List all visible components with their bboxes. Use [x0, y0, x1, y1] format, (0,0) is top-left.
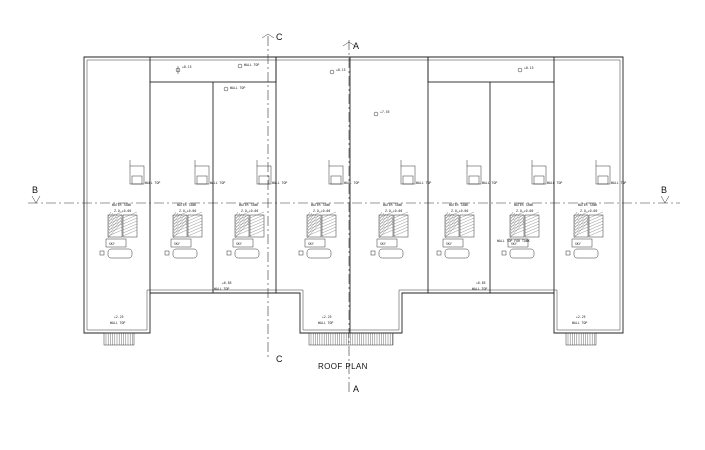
- grid-label-b-right: B: [661, 185, 667, 195]
- section-arrow-icon: [31, 195, 41, 204]
- svg-text:WALL TOP: WALL TOP: [318, 321, 333, 325]
- svg-text:WALL TOP: WALL TOP: [416, 181, 431, 185]
- svg-text:WALL TOP: WALL TOP: [472, 287, 487, 291]
- svg-text:Z.O.+0.00: Z.O.+0.00: [580, 209, 597, 213]
- svg-text:+2.25: +2.25: [114, 315, 124, 319]
- svg-text:SKY: SKY: [109, 242, 115, 246]
- svg-text:WATER TANK: WATER TANK: [311, 203, 330, 207]
- svg-text:SKY: SKY: [511, 242, 517, 246]
- level-marker: +2.25 WALL TOP: [572, 315, 587, 325]
- svg-text:+7.55: +7.55: [380, 110, 390, 114]
- section-label-a: A: [353, 41, 359, 51]
- svg-text:WALL TOP: WALL TOP: [214, 287, 229, 291]
- svg-text:+2.25: +2.25: [322, 315, 332, 319]
- top-bay-left: [149, 56, 277, 83]
- section-label-c: C: [276, 32, 283, 42]
- svg-text:Z.O.+0.00: Z.O.+0.00: [114, 209, 131, 213]
- svg-text:+6.85: +6.85: [476, 281, 486, 285]
- svg-text:Z.O.+0.00: Z.O.+0.00: [451, 209, 468, 213]
- svg-text:WATER TANK: WATER TANK: [449, 203, 468, 207]
- level-marker: +7.55: [373, 110, 390, 117]
- svg-text:WATER TANK: WATER TANK: [112, 203, 131, 207]
- water-tank-icon: [107, 211, 138, 239]
- svg-text:SKY: SKY: [174, 242, 180, 246]
- svg-text:SKY: SKY: [236, 242, 242, 246]
- building-outline: [83, 56, 624, 334]
- section-arrow-icon: [261, 33, 275, 39]
- water-tank-icon: [444, 211, 475, 239]
- svg-text:WALL TOP: WALL TOP: [482, 181, 497, 185]
- water-tank-icon: [234, 211, 265, 239]
- grid-label-b-left: B: [32, 185, 38, 195]
- svg-text:WALL TOP: WALL TOP: [110, 321, 125, 325]
- water-tank-icon: [172, 211, 203, 239]
- svg-text:WALL TOP: WALL TOP: [230, 86, 245, 90]
- svg-text:+8.15: +8.15: [336, 68, 346, 72]
- svg-text:+8.15: +8.15: [182, 65, 192, 69]
- svg-text:SKY: SKY: [380, 242, 386, 246]
- svg-text:WALL TOP: WALL TOP: [145, 181, 160, 185]
- hatch-strip: [565, 332, 597, 346]
- section-label-c-bottom: C: [276, 354, 283, 364]
- level-marker: +8.15: [517, 66, 534, 73]
- svg-text:Z.O.+0.00: Z.O.+0.00: [179, 209, 196, 213]
- svg-text:Z.O.+0.00: Z.O.+0.00: [516, 209, 533, 213]
- svg-text:WATER TANK: WATER TANK: [514, 203, 533, 207]
- water-tank-icon: [573, 211, 604, 239]
- svg-text:SKY: SKY: [575, 242, 581, 246]
- svg-text:WALL TOP: WALL TOP: [611, 181, 626, 185]
- water-tank-icon: [306, 211, 337, 239]
- svg-text:Z.O.+0.00: Z.O.+0.00: [385, 209, 402, 213]
- svg-text:SKY: SKY: [308, 242, 314, 246]
- level-marker: +2.25 WALL TOP: [110, 315, 125, 325]
- svg-text:WALL TOP: WALL TOP: [344, 181, 359, 185]
- svg-text:WATER TANK: WATER TANK: [177, 203, 196, 207]
- svg-text:Z.O.+0.00: Z.O.+0.00: [241, 209, 258, 213]
- level-marker: WALL TOP: [223, 86, 245, 92]
- svg-text:WALL TOP: WALL TOP: [272, 181, 287, 185]
- svg-text:Z.O.+0.00: Z.O.+0.00: [313, 209, 330, 213]
- level-marker: +2.25 WALL TOP: [318, 315, 333, 325]
- section-arrow-icon: [342, 41, 356, 47]
- svg-text:WATER TANK: WATER TANK: [239, 203, 258, 207]
- svg-text:WALL TOP: WALL TOP: [210, 181, 225, 185]
- svg-text:WATER TANK: WATER TANK: [383, 203, 402, 207]
- level-marker: +8.15: [175, 65, 192, 74]
- level-marker: +8.15: [329, 68, 346, 75]
- svg-text:+6.85: +6.85: [222, 281, 232, 285]
- top-bay-right: [427, 56, 555, 83]
- section-arrow-icon: [660, 195, 670, 204]
- svg-text:+2.25: +2.25: [576, 315, 586, 319]
- hatch-strip: [103, 332, 135, 346]
- svg-text:WALL TOP: WALL TOP: [547, 181, 562, 185]
- level-marker: WALL TOP: [237, 63, 259, 69]
- svg-text:SKY: SKY: [446, 242, 452, 246]
- svg-text:WALL TOP: WALL TOP: [572, 321, 587, 325]
- wall-note: WALL TOP FOR TANK: [497, 239, 530, 243]
- hatch-strip: [308, 332, 394, 346]
- building-inner-outline: [86, 59, 621, 331]
- level-marker: +6.85 WALL TOP: [472, 281, 487, 291]
- svg-text:WALL TOP: WALL TOP: [244, 63, 259, 67]
- water-tank-icon: [378, 211, 409, 239]
- water-tank-icon: [509, 211, 540, 239]
- drawing-title: ROOF PLAN: [318, 362, 368, 371]
- hatch-strips: [103, 332, 597, 346]
- svg-text:+8.15: +8.15: [524, 66, 534, 70]
- svg-text:WATER TANK: WATER TANK: [578, 203, 597, 207]
- section-label-a-bottom: A: [353, 384, 359, 394]
- level-marker: +6.85 WALL TOP: [214, 281, 232, 291]
